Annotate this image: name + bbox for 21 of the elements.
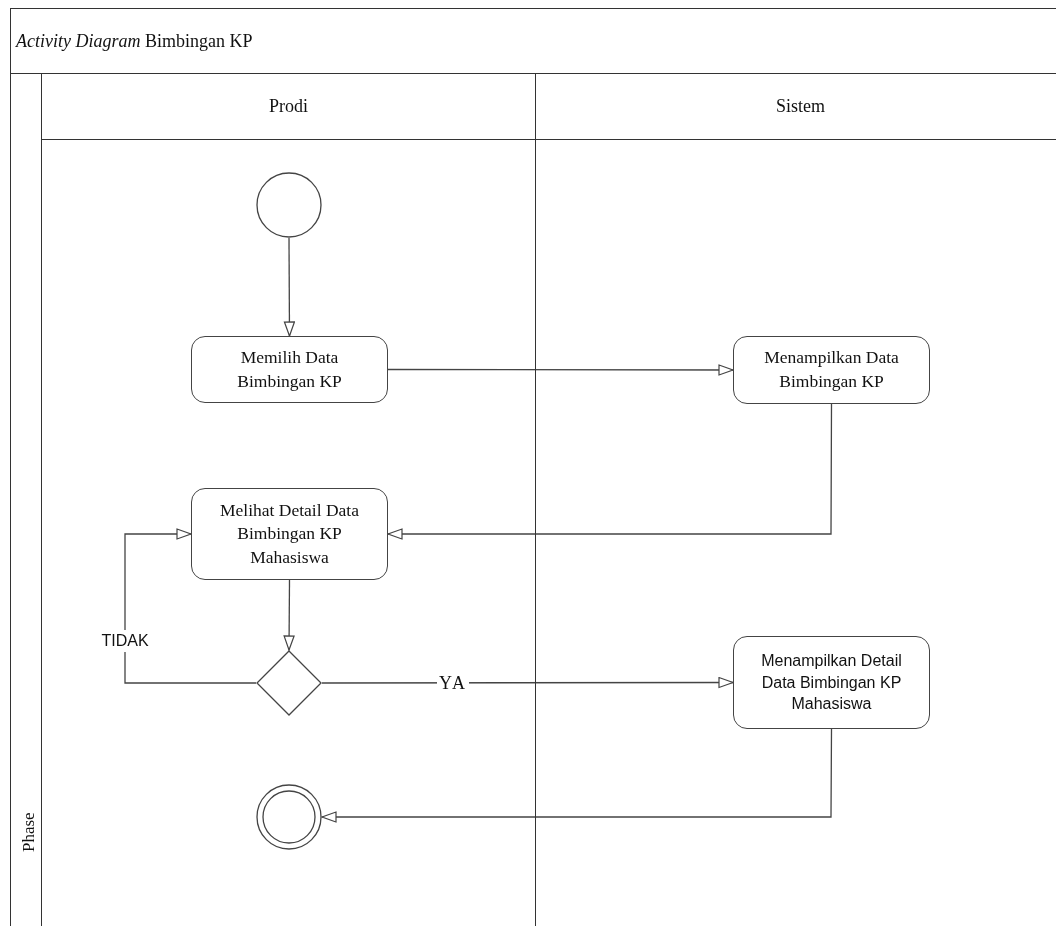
decision-diamond — [256, 650, 322, 716]
arrow — [387, 403, 833, 540]
action-box: Menampilkan Data Bimbingan KP — [733, 336, 930, 404]
arrow — [387, 364, 734, 376]
arrow — [124, 528, 257, 684]
action-box: Menampilkan Detail Data Bimbingan KP Mahasiswa — [733, 636, 930, 729]
action-box: Memilih Data Bimbingan KP — [191, 336, 388, 403]
arrow — [283, 237, 296, 337]
arrow — [283, 579, 295, 651]
diagram-title: Activity Diagram Bimbingan KP — [16, 29, 253, 53]
arrow — [321, 676, 734, 689]
lane-header: Prodi — [42, 74, 535, 140]
swimlane — [42, 74, 536, 926]
lane-header: Sistem — [536, 74, 1056, 140]
phase-label: Phase — [18, 812, 39, 852]
end-node-circle — [256, 784, 322, 850]
edge-label: YA — [437, 674, 469, 692]
arrow — [321, 728, 833, 823]
edge-label: TIDAK — [99, 630, 151, 652]
start-node-circle — [256, 172, 322, 238]
action-box: Melihat Detail Data Bimbingan KP Mahasiswa — [191, 488, 388, 580]
